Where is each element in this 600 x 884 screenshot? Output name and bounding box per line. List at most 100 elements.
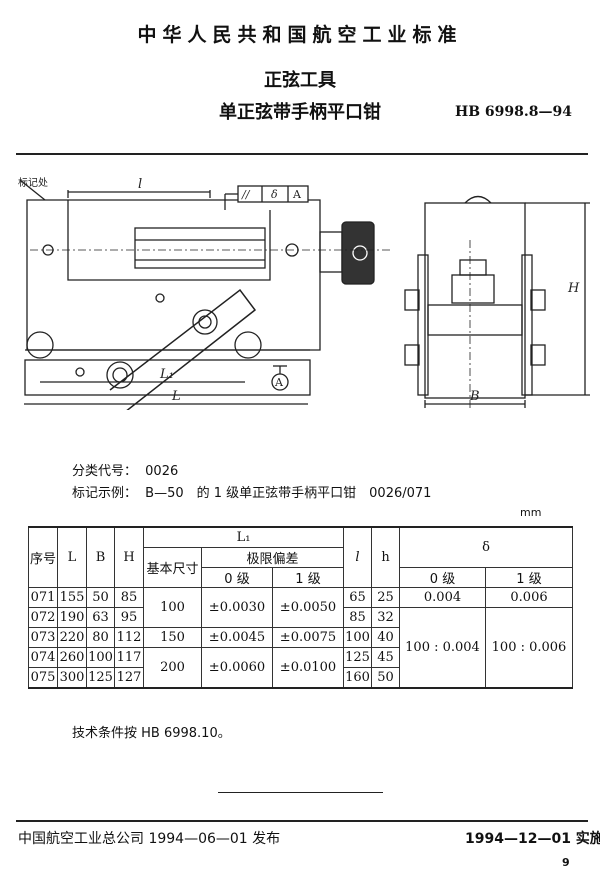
- cell-H: 127: [114, 667, 144, 689]
- cell-h: 32: [371, 607, 400, 628]
- cell-l: 65: [343, 587, 372, 608]
- header-seq: 序号: [28, 526, 58, 588]
- title-line2: 单正弦带手柄平口钳: [219, 102, 381, 123]
- cell-l: 100: [343, 627, 372, 648]
- header-delta-grade1: 1 级: [485, 567, 573, 588]
- marking-label: 标记处: [18, 177, 48, 189]
- technical-drawing: 标记处 l // δ A L₁ L A B H: [18, 177, 590, 410]
- cell-l: 160: [343, 667, 372, 689]
- example-row: 标记示例： B—50 的 1 级单正弦带手柄平口钳 0026/071: [72, 482, 431, 501]
- header-grade1: 1 级: [272, 567, 344, 588]
- screw-housing: [319, 231, 343, 273]
- example-text: B—50 的 1 级单正弦带手柄平口钳 0026/071: [145, 486, 432, 501]
- cell-l: 85: [343, 607, 372, 628]
- cell-delta-grade1: 100 : 0.006: [485, 607, 573, 689]
- cell-H: 95: [114, 607, 144, 628]
- cell-delta-grade0: 100 : 0.004: [399, 607, 486, 689]
- dimensions-table: 序号 L B H L₁ l h δ 基本尺寸 极限偏差 0 级 1 级 0 级 …: [28, 526, 573, 689]
- table-row: 074 260 100 117 200 ±0.0060 ±0.0100 125 …: [28, 647, 573, 689]
- effective-date: 1994—12—01 实施: [465, 831, 600, 847]
- header-limit-deviation: 极限偏差: [201, 547, 344, 568]
- tol-symbol-delta: δ: [271, 188, 278, 201]
- end-view-body: [424, 202, 526, 399]
- cell-seq: 071: [28, 587, 58, 608]
- technical-note: 技术条件按 HB 6998.10。: [72, 726, 231, 741]
- base-plate: [24, 359, 311, 396]
- datum-label: A: [274, 376, 284, 389]
- cell-grade0: ±0.0045: [201, 627, 273, 648]
- cell-B: 100: [86, 647, 115, 668]
- cell-seq: 073: [28, 627, 58, 648]
- footer-rule: [16, 820, 588, 822]
- header-l: l: [343, 526, 372, 588]
- table-row: 073 220 80 112 150 ±0.0045 ±0.0075 100 4…: [28, 627, 573, 648]
- tol-datum: A: [292, 188, 302, 201]
- cell-H: 112: [114, 627, 144, 648]
- cell-seq: 075: [28, 667, 58, 689]
- cell-H: 117: [114, 647, 144, 668]
- cell-L: 260: [57, 647, 87, 668]
- dim-label-B: B: [469, 389, 480, 404]
- cell-seq: 072: [28, 607, 58, 628]
- cell-L: 155: [57, 587, 87, 608]
- cell-l: 125: [343, 647, 372, 668]
- header-rule: [16, 153, 588, 155]
- title-line1: 正弦工具: [264, 70, 336, 91]
- table-row: 075 300 125 127 160 50: [28, 667, 573, 689]
- cell-grade1: ±0.0050: [272, 587, 344, 628]
- roller-left: [26, 331, 54, 359]
- cell-L: 220: [57, 627, 87, 648]
- header-basic-size: 基本尺寸: [143, 547, 202, 588]
- cell-B: 80: [86, 627, 115, 648]
- classification-label: 分类代号：: [72, 464, 138, 479]
- cell-B: 125: [86, 667, 115, 689]
- table-row: 072 190 63 95 85 32 100 : 0.004 100 : 0.…: [28, 607, 573, 689]
- end-view-knob: [464, 195, 492, 204]
- cell-basic: 200: [143, 647, 202, 689]
- header-delta-grade0: 0 级: [399, 567, 486, 588]
- cell-L: 300: [57, 667, 87, 689]
- organization-header: 中华人民共和国航空工业标准: [137, 24, 463, 46]
- header-H: H: [114, 526, 144, 588]
- end-view-jaw: [451, 274, 495, 304]
- header-L1: L₁: [143, 526, 344, 548]
- moving-jaw: [134, 227, 266, 269]
- handle-knob: [341, 221, 375, 285]
- header-grade0: 0 级: [201, 567, 273, 588]
- cell-H: 85: [114, 587, 144, 608]
- page-number: 9: [562, 856, 570, 869]
- cell-B: 63: [86, 607, 115, 628]
- cell-delta-grade0: 0.004: [399, 587, 486, 608]
- pivot-bottom: [106, 361, 134, 389]
- cell-h: 40: [371, 627, 400, 648]
- classification-row: 分类代号： 0026: [72, 460, 178, 479]
- issuer: 中国航空工业总公司 1994—06—01 发布: [18, 831, 281, 847]
- cell-basic: 100: [143, 587, 202, 628]
- cell-grade1: ±0.0100: [272, 647, 344, 689]
- unit-label: mm: [520, 506, 542, 519]
- cell-grade1: ±0.0075: [272, 627, 344, 648]
- cell-basic: 150: [143, 627, 202, 648]
- dim-label-H: H: [567, 281, 580, 296]
- handle-link: [109, 288, 257, 410]
- cell-L: 190: [57, 607, 87, 628]
- vise-body: [26, 199, 321, 351]
- roller-right: [234, 331, 262, 359]
- table-row: 071 155 50 85 100 ±0.0030 ±0.0050 65 25 …: [28, 587, 573, 628]
- cell-seq: 074: [28, 647, 58, 668]
- pivot-middle: [192, 309, 218, 335]
- cell-h: 50: [371, 667, 400, 689]
- tol-symbol-parallel: //: [241, 188, 251, 201]
- header-L: L: [57, 526, 87, 588]
- classification-value: 0026: [145, 464, 179, 479]
- jaw-cutout: [67, 200, 271, 281]
- standard-code: HB 6998.8—94: [455, 104, 572, 120]
- header-h: h: [371, 526, 400, 588]
- end-rule: [218, 792, 383, 793]
- cell-grade0: ±0.0030: [201, 587, 273, 628]
- dim-label-L1: L₁: [159, 367, 174, 382]
- cell-h: 25: [371, 587, 400, 608]
- dim-label-L: L: [171, 389, 181, 404]
- cell-h: 45: [371, 647, 400, 668]
- cell-grade0: ±0.0060: [201, 647, 273, 689]
